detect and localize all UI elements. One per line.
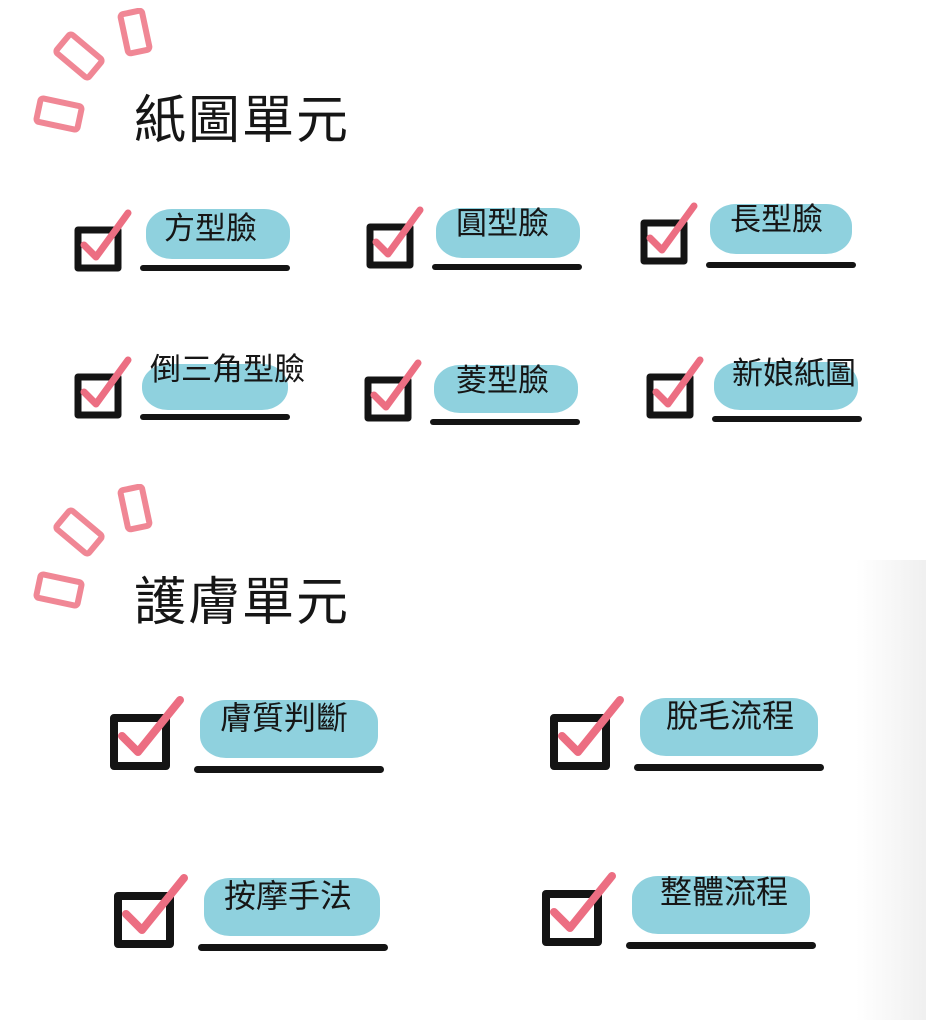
section-title-skincare: 護膚單元: [134, 573, 351, 633]
label-underline: [432, 264, 582, 270]
checked-box-icon: [114, 874, 188, 948]
label-underline: [140, 414, 290, 420]
item-label: 圓型臉: [456, 206, 549, 242]
label-highlight: [146, 209, 290, 259]
item-label: 菱型臉: [456, 363, 549, 399]
checklist-item-square-face[interactable]: 方型臉: [72, 205, 292, 285]
sparkle-decoration-icon: [33, 8, 153, 133]
item-label: 方型臉: [164, 211, 257, 247]
item-label: 脫毛流程: [666, 697, 795, 735]
item-label: 按摩手法: [224, 877, 353, 915]
label-highlight: [200, 700, 378, 758]
label-underline: [198, 944, 388, 951]
item-label: 長型臉: [730, 202, 823, 238]
paper-edge-shadow: [856, 560, 926, 1020]
checklist-item-overall-process[interactable]: 整體流程: [540, 866, 830, 966]
label-highlight: [204, 878, 380, 936]
checklist-item-massage-technique[interactable]: 按摩手法: [112, 868, 402, 968]
checked-box-icon: [640, 202, 698, 265]
checked-box-icon: [646, 356, 704, 419]
checked-box-icon: [550, 696, 624, 770]
label-highlight: [640, 698, 818, 756]
checklist-item-bridal-drawing[interactable]: 新娘紙圖: [644, 352, 884, 432]
label-highlight: [436, 208, 580, 258]
sparkle-decoration-icon: [33, 484, 153, 609]
label-underline: [634, 764, 824, 771]
label-highlight: [434, 365, 578, 413]
label-underline: [626, 942, 816, 949]
checklist-item-skin-type-assessment[interactable]: 膚質判斷: [108, 690, 398, 790]
checked-box-icon: [364, 359, 422, 422]
item-label: 整體流程: [660, 873, 789, 911]
checklist-item-hair-removal-process[interactable]: 脫毛流程: [548, 690, 838, 790]
item-label: 膚質判斷: [220, 699, 349, 737]
label-highlight: [632, 876, 810, 934]
checked-box-icon: [110, 696, 184, 770]
label-underline: [140, 265, 290, 271]
label-underline: [712, 416, 862, 422]
label-underline: [194, 766, 384, 773]
checked-box-icon: [74, 209, 132, 272]
checked-box-icon: [366, 206, 424, 269]
label-underline: [706, 262, 856, 268]
checklist-item-diamond-face[interactable]: 菱型臉: [362, 355, 582, 435]
checked-box-icon: [74, 356, 132, 419]
checklist-item-inverted-triangle-face[interactable]: 倒三角型臉: [72, 352, 332, 432]
item-label: 新娘紙圖: [732, 356, 856, 392]
checklist-item-long-face[interactable]: 長型臉: [638, 198, 858, 278]
label-highlight: [710, 204, 852, 254]
checked-box-icon: [542, 872, 616, 946]
checklist-item-round-face[interactable]: 圓型臉: [364, 202, 584, 282]
label-underline: [430, 419, 580, 425]
section-title-paper-drawing: 紙圖單元: [134, 91, 351, 151]
item-label: 倒三角型臉: [150, 352, 305, 388]
label-highlight: [142, 364, 288, 410]
label-highlight: [714, 362, 858, 410]
